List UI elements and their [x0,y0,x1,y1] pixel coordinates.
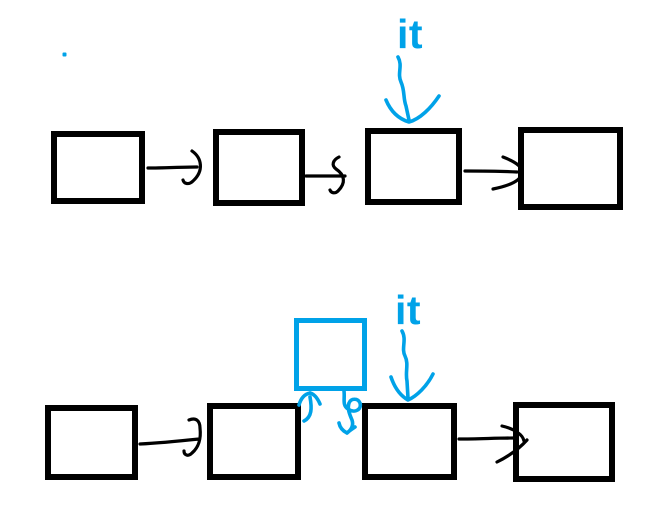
top-node-2-box [213,129,305,206]
top-link-arrow-3 [463,155,524,191]
stray-dot-mark [62,52,67,57]
top-node-4-box [518,127,623,210]
top-iterator-arrow [384,55,441,124]
bottom-iterator-arrow [389,329,435,402]
prev-to-new-node-arrow [297,391,322,423]
bottom-node-1-box [45,405,138,480]
bottom-node-4-box [513,402,615,482]
bottom-link-arrow-1 [138,417,202,457]
bottom-node-2-box [207,403,301,480]
top-node-3-box [365,128,462,205]
top-linked-list: it [51,11,623,210]
top-link-arrow-2 [304,155,347,195]
new-node-to-next-arrow [337,389,363,435]
bottom-link-arrow-2 [457,424,529,464]
top-iterator-label: it [397,11,423,57]
top-node-1-box [51,131,145,204]
top-link-arrow-1 [146,149,202,186]
bottom-linked-list: it [45,287,615,482]
bottom-iterator-label: it [395,287,421,333]
bottom-node-3-box [362,403,457,480]
new-node-box [294,318,367,391]
